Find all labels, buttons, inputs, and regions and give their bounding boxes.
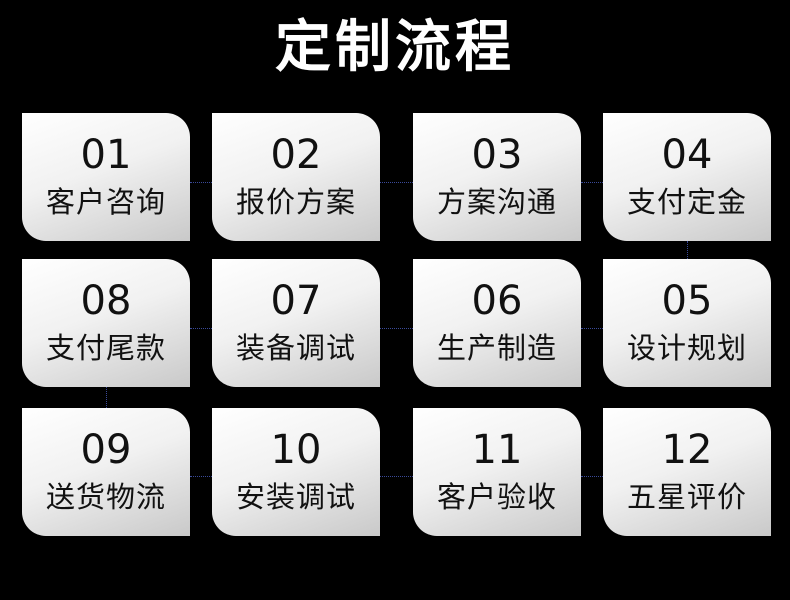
step-label: 支付尾款 xyxy=(45,331,166,365)
step-number: 02 xyxy=(270,132,322,178)
step-card-12: 12 五星评价 xyxy=(603,408,771,536)
connector xyxy=(687,241,688,259)
connector xyxy=(106,387,107,408)
connector xyxy=(190,182,212,183)
step-number: 05 xyxy=(661,278,713,324)
step-number: 10 xyxy=(270,427,322,473)
connector xyxy=(581,182,603,183)
step-label: 支付定金 xyxy=(626,185,747,219)
step-label: 报价方案 xyxy=(235,185,356,219)
step-card-05: 05 设计规划 xyxy=(603,259,771,387)
step-label: 安装调试 xyxy=(235,480,356,514)
step-number: 03 xyxy=(471,132,523,178)
step-label: 客户验收 xyxy=(436,480,557,514)
step-label: 送货物流 xyxy=(45,480,166,514)
step-card-07: 07 装备调试 xyxy=(212,259,380,387)
step-number: 12 xyxy=(661,427,713,473)
step-label: 设计规划 xyxy=(626,331,747,365)
page-title: 定制流程 xyxy=(275,15,515,80)
step-number: 07 xyxy=(270,278,322,324)
step-number: 08 xyxy=(80,278,132,324)
step-number: 09 xyxy=(80,427,132,473)
step-card-11: 11 客户验收 xyxy=(413,408,581,536)
connector xyxy=(190,476,212,477)
connector xyxy=(380,328,413,329)
step-card-01: 01 客户咨询 xyxy=(22,113,190,241)
step-card-02: 02 报价方案 xyxy=(212,113,380,241)
connector xyxy=(581,476,603,477)
step-card-09: 09 送货物流 xyxy=(22,408,190,536)
step-number: 11 xyxy=(471,427,523,473)
step-number: 01 xyxy=(80,132,132,178)
step-label: 客户咨询 xyxy=(45,185,166,219)
connector xyxy=(380,476,413,477)
step-card-04: 04 支付定金 xyxy=(603,113,771,241)
connector xyxy=(581,328,603,329)
step-number: 06 xyxy=(471,278,523,324)
step-label: 方案沟通 xyxy=(436,185,557,219)
step-label: 装备调试 xyxy=(235,331,356,365)
step-card-08: 08 支付尾款 xyxy=(22,259,190,387)
step-label: 五星评价 xyxy=(626,480,747,514)
step-number: 04 xyxy=(661,132,713,178)
step-card-10: 10 安装调试 xyxy=(212,408,380,536)
connector xyxy=(380,182,413,183)
connector xyxy=(190,328,212,329)
step-card-03: 03 方案沟通 xyxy=(413,113,581,241)
step-card-06: 06 生产制造 xyxy=(413,259,581,387)
step-label: 生产制造 xyxy=(436,331,557,365)
